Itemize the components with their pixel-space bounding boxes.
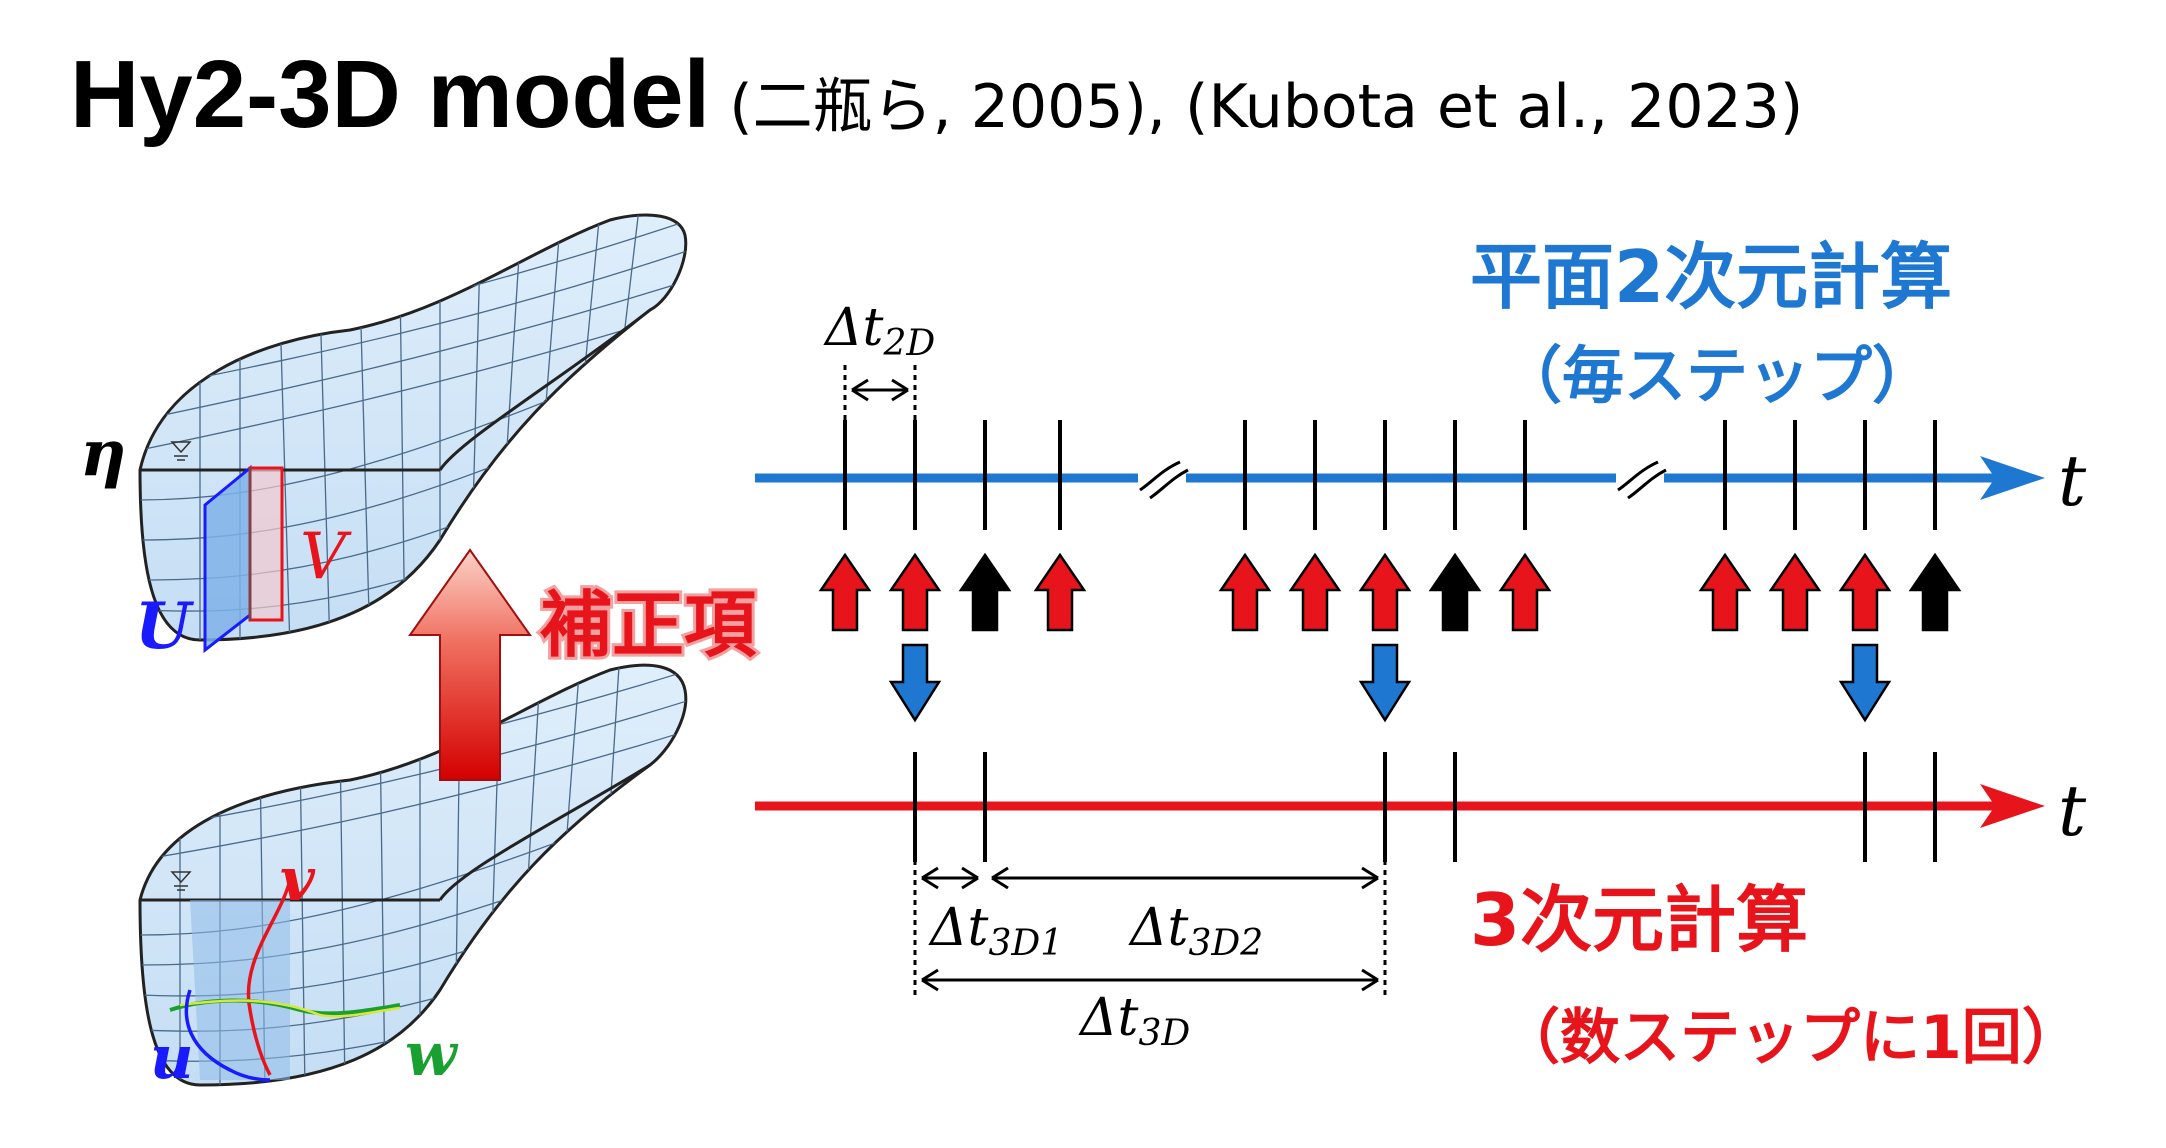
page-title: Hy2-3D model (二瓶ら, 2005), (Kubota et al.…	[70, 40, 1803, 150]
dt3d-dimensions	[913, 840, 1387, 1000]
up-arrow-red	[1288, 552, 1342, 632]
label-v: v	[280, 845, 316, 915]
up-arrow-red	[1838, 552, 1892, 632]
axis-break-mark	[1139, 460, 1181, 492]
axis-t-top: t	[2058, 440, 2087, 522]
label-V: V	[300, 520, 352, 594]
label-w: w	[405, 1020, 459, 1090]
up-arrow-red	[1698, 552, 1752, 632]
timeline-2d	[755, 420, 2045, 530]
timeline-3d	[755, 752, 2045, 862]
label-dt3d2: Δt3D2	[1128, 898, 1263, 964]
axis-break-mark	[1627, 468, 1667, 500]
label-calc2d-note: （毎ステップ）	[1500, 339, 1934, 412]
up-arrows	[818, 552, 1962, 632]
label-calc2d: 平面2次元計算	[1470, 235, 1952, 319]
label-correction: 補正項	[540, 583, 757, 667]
axis-break-mark	[1617, 460, 1659, 492]
title-main: Hy2-3D model	[70, 41, 711, 148]
label-dt2d: Δt2D	[823, 298, 935, 364]
up-arrow-red	[818, 552, 872, 632]
bottom-channel-mesh	[138, 663, 688, 1087]
label-calc3d: 3次元計算	[1470, 878, 1808, 962]
down-arrow-blue	[888, 643, 942, 723]
up-arrow-red	[1218, 552, 1272, 632]
axis-t-bottom: t	[2058, 770, 2087, 852]
up-arrow-red	[1768, 552, 1822, 632]
up-arrow-black	[1908, 552, 1962, 632]
down-arrows	[888, 643, 1892, 723]
up-arrow-red	[1498, 552, 1552, 632]
up-arrow-red	[1033, 552, 1087, 632]
title-citation: (二瓶ら, 2005), (Kubota et al., 2023)	[710, 72, 1804, 142]
label-dt3d1: Δt3D1	[928, 898, 1063, 964]
label-dt3d: Δt3D	[1078, 988, 1190, 1054]
up-arrow-red	[888, 552, 942, 632]
label-U: U	[135, 589, 195, 664]
label-eta: η	[80, 416, 127, 491]
down-arrow-blue	[1838, 643, 1892, 723]
label-u: u	[150, 1023, 194, 1093]
up-arrow-red	[1358, 552, 1412, 632]
down-arrow-blue	[1358, 643, 1412, 723]
label-calc3d-note: （数ステップに1回）	[1500, 1003, 2082, 1073]
axis-break-mark	[1149, 468, 1189, 500]
up-arrow-black	[1428, 552, 1482, 632]
dt2d-dimension	[843, 365, 917, 420]
correction-arrow	[408, 548, 532, 781]
up-arrow-black	[958, 552, 1012, 632]
